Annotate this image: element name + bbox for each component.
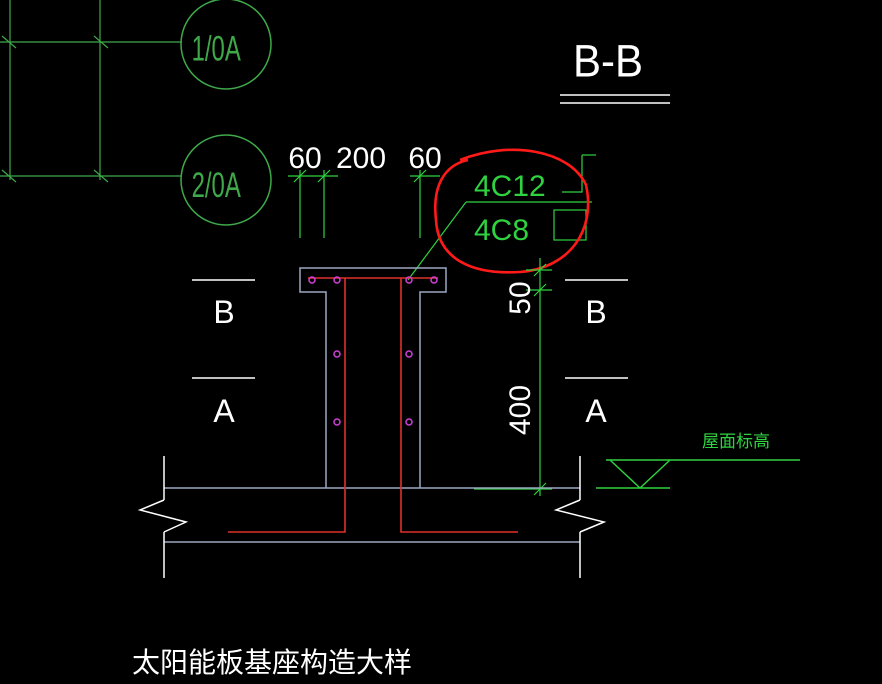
section-mark-left-a: A [213,393,235,429]
break-line-right [553,456,607,578]
grid-lines [0,0,182,183]
highlight-circle [434,148,590,274]
dimension-top-3: 60 [408,142,441,175]
grid-bubble-2-label: 2/0A [192,167,241,206]
grid-bubble-2 [180,134,272,226]
grid-bubble-1-label: 1/0A [192,30,241,69]
concrete-outline [164,267,580,543]
section-title: B-B [573,36,643,87]
section-mark-right-b: B [585,294,606,330]
dimension-side-1: 50 [504,281,537,314]
elevation-mark [596,459,800,489]
side-dimension-lines [474,258,552,496]
rebar-dots [308,276,438,426]
elevation-label: 屋面标高 [702,432,770,451]
top-dimension-lines [288,169,440,238]
break-line-left [137,456,189,578]
drawing-caption: 太阳能板基座构造大样 [132,647,412,678]
section-mark-right-a: A [585,393,607,429]
rebar-label-stirrup: 4C8 [474,214,529,247]
dimension-side-2: 400 [504,385,537,435]
section-mark-left-b: B [213,294,234,330]
dimension-top-2: 200 [336,142,386,175]
dimension-top-1: 60 [288,142,321,175]
rebar-label-top: 4C12 [474,170,546,203]
rebar-lines [228,277,518,533]
grid-bubble-1 [180,0,272,90]
